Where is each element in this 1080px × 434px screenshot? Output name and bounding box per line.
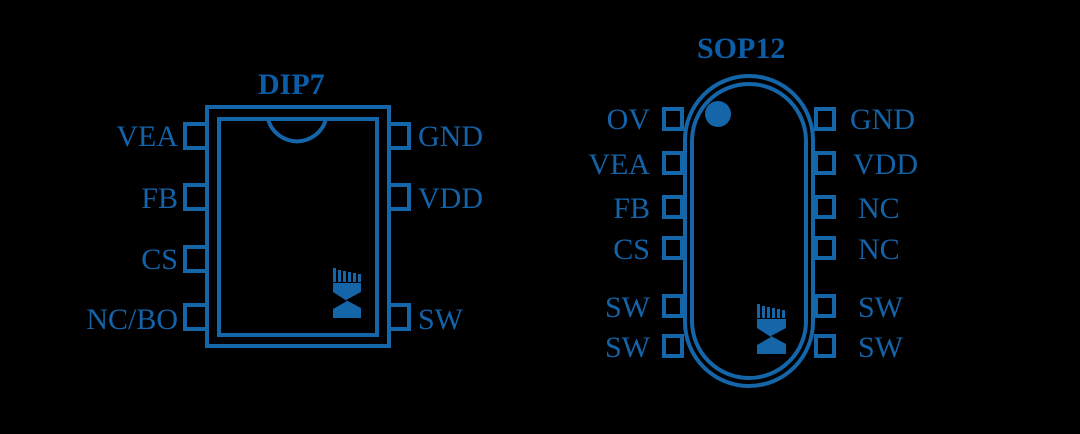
sop12-pin-left-6 <box>662 334 684 358</box>
sop12-pin-label-right-5: SW <box>858 291 903 324</box>
sop12-pin-right-5 <box>814 294 836 318</box>
dip7-inner-body <box>217 117 379 337</box>
sop12-pin-label-right-1: GND <box>850 103 915 136</box>
dip7-pin-right-4 <box>387 303 411 331</box>
sop12-pin-right-1 <box>814 107 836 131</box>
sop12-pin-label-left-2: VEA <box>588 148 650 181</box>
dip7-outer-body <box>205 105 391 348</box>
sop12-pin-label-right-6: SW <box>858 331 903 364</box>
sop12-pin-label-left-6: SW <box>605 331 650 364</box>
sop12-pin-right-6 <box>814 334 836 358</box>
dip7-package <box>183 105 411 348</box>
sop12-pin-label-left-3: FB <box>613 192 650 225</box>
sop12-outer-body <box>683 74 815 388</box>
sop12-pin-left-3 <box>662 195 684 219</box>
sop12-pin-label-left-5: SW <box>605 291 650 324</box>
sop12-pin-label-right-2: VDD <box>853 148 918 181</box>
sop12-pin-label-right-4: NC <box>858 233 900 266</box>
sop12-pin1-dot-icon <box>705 101 731 127</box>
sop12-pin-label-left-1: OV <box>606 103 650 136</box>
dip7-pin-label-right-1: GND <box>418 120 483 153</box>
sop12-pin-right-3 <box>814 195 836 219</box>
dip7-pin-label-left-1: VEA <box>116 120 178 153</box>
dip7-pin-left-1 <box>183 122 209 150</box>
sop12-pin-label-left-4: CS <box>613 233 650 266</box>
dip7-pin-label-left-3: CS <box>141 243 178 276</box>
dip7-pin-right-1 <box>387 122 411 150</box>
dip7-pin-left-3 <box>183 245 209 273</box>
sop12-pin-left-5 <box>662 294 684 318</box>
dip7-pin-right-2 <box>387 183 411 211</box>
sop12-package <box>662 74 836 388</box>
sop12-pin-right-4 <box>814 236 836 260</box>
dip7-title: DIP7 <box>258 68 325 101</box>
dip7-ne-logo-icon <box>333 268 361 318</box>
dip7-pin-label-left-2: FB <box>141 182 178 215</box>
sop12-pin-label-right-3: NC <box>858 192 900 225</box>
dip7-pin-label-right-4: SW <box>418 303 463 336</box>
dip7-pin-label-left-4: NC/BO <box>86 303 178 336</box>
dip7-pin-left-4 <box>183 303 209 331</box>
sop12-pin-left-2 <box>662 151 684 175</box>
sop12-pin-left-1 <box>662 107 684 131</box>
sop12-pin-right-2 <box>814 151 836 175</box>
sop12-ne-logo-icon <box>757 304 786 354</box>
sop12-title: SOP12 <box>697 32 786 65</box>
dip7-notch <box>266 118 328 144</box>
dip7-pin-label-right-2: VDD <box>418 182 483 215</box>
sop12-inner-body <box>690 82 808 380</box>
sop12-pin-left-4 <box>662 236 684 260</box>
dip7-pin-left-2 <box>183 183 209 211</box>
